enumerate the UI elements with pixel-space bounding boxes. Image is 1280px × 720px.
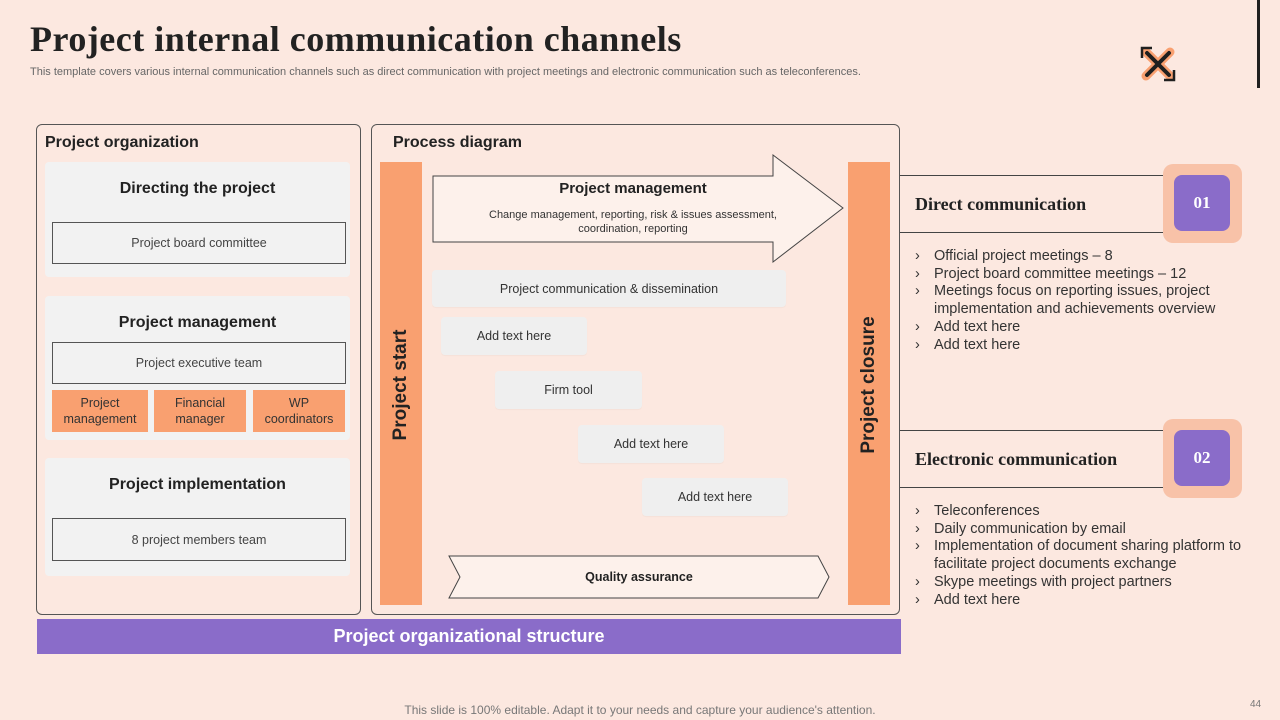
channel-2-header (900, 430, 1168, 488)
chevron-right-icon: › (915, 591, 920, 608)
list-item: ›Skype meetings with project partners (915, 573, 1172, 590)
page-title: Project internal communication channels (30, 19, 682, 59)
project-start-bar (380, 162, 422, 605)
list-item: ›Implementation of document sharing plat… (915, 538, 1242, 573)
list-item: ›Official project meetings – 8 (915, 248, 1113, 264)
project-closure-bar (848, 162, 890, 605)
chevron-right-icon: › (915, 573, 920, 590)
footer-note: This slide is 100% editable. Adapt it to… (404, 703, 876, 717)
list-item: ›Meetings focus on reporting issues, pro… (915, 283, 1216, 318)
step-add-text-3: Add text here (642, 478, 788, 516)
list-item: ›Add text here (915, 591, 1021, 608)
role-project-management: Project management (52, 390, 148, 432)
channel-1-title: Direct communication (915, 194, 1087, 214)
list-item: ›Add text here (915, 336, 1021, 353)
crossed-arrows-icon (1138, 44, 1178, 84)
chevron-right-icon: › (915, 520, 920, 537)
organizational-structure-bar: Project organizational structure (37, 619, 901, 654)
arrow-text-line2: coordination, reporting (578, 223, 688, 235)
step-add-text-2: Add text here (578, 425, 724, 463)
role-financial-manager: Financial manager (154, 390, 246, 432)
management-arrow (432, 153, 844, 264)
chevron-right-icon: › (915, 248, 920, 264)
step-communication-dissemination: Project communication & dissemination (432, 270, 786, 307)
arrow-text-line1: Change management, reporting, risk & iss… (489, 209, 777, 221)
header-divider (1257, 0, 1260, 88)
members-team-box: 8 project members team (52, 518, 346, 561)
management-title: Project management (118, 314, 277, 331)
page-number: 44 (1250, 699, 1262, 710)
board-committee-box: Project board committee (52, 222, 346, 264)
channel-1-header (900, 175, 1168, 233)
chevron-right-icon: › (915, 336, 920, 353)
executive-team-box: Project executive team (52, 342, 346, 384)
chevron-right-icon: › (915, 503, 920, 519)
organization-title: Project organization (45, 134, 199, 151)
directing-title: Directing the project (119, 180, 276, 197)
quality-assurance-shape (448, 555, 830, 599)
channel-2-number: 02 (1174, 430, 1230, 486)
channel-2-title: Electronic communication (915, 449, 1118, 469)
chevron-right-icon: › (915, 538, 920, 555)
list-item: ›Teleconferences (915, 503, 1040, 519)
step-add-text-1: Add text here (441, 317, 587, 355)
chevron-right-icon: › (915, 318, 920, 335)
chevron-right-icon: › (915, 283, 920, 300)
list-item: ›Daily communication by email (915, 520, 1126, 537)
quality-assurance-label: Quality assurance (585, 570, 693, 584)
project-start-label: Project start (390, 329, 411, 441)
list-item: ›Add text here (915, 318, 1021, 335)
arrow-title: Project management (559, 180, 707, 197)
channel-1-number: 01 (1174, 175, 1230, 231)
project-closure-label: Project closure (858, 316, 879, 454)
list-item: ›Project board committee meetings – 12 (915, 265, 1187, 282)
channel-2-bullets: ›Teleconferences ›Daily communication by… (915, 503, 1255, 609)
channel-1-bullets: ›Official project meetings – 8 ›Project … (915, 248, 1255, 354)
page-subtitle: This template covers various internal co… (30, 66, 861, 78)
chevron-right-icon: › (915, 265, 920, 282)
implementation-title: Project implementation (109, 476, 286, 493)
process-title: Process diagram (393, 134, 522, 151)
step-firm-tool: Firm tool (495, 371, 642, 409)
role-wp-coordinators: WP coordinators (253, 390, 345, 432)
